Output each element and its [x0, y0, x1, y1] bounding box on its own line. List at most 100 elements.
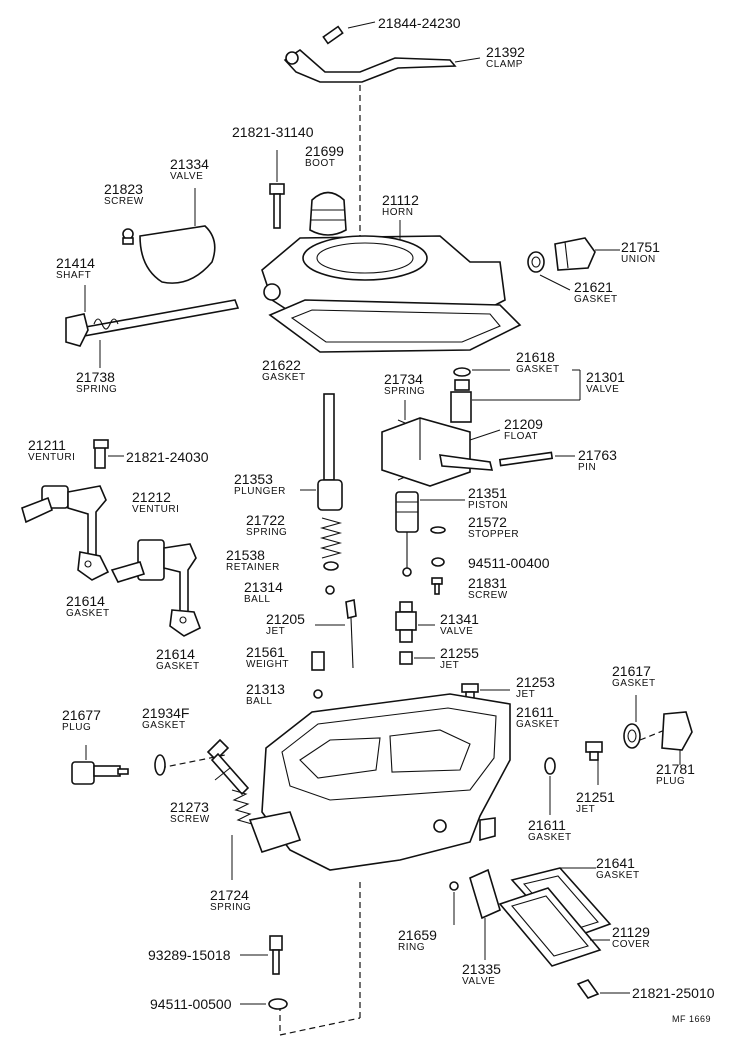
part-screw-21831 — [431, 577, 443, 595]
diagram-reference: MF 1669 — [672, 1014, 712, 1024]
part-union-21751 — [554, 237, 620, 271]
part-spring-21738 — [93, 318, 119, 368]
part-screw-93289 — [240, 935, 283, 975]
part-ring-21659 — [449, 881, 459, 925]
part-pin-21763 — [498, 451, 575, 467]
part-weight-21561 — [311, 651, 325, 671]
part-spring-21722 — [319, 517, 343, 559]
part-stopper-21572 — [430, 526, 446, 534]
callout-93289-15018: 93289-15018 — [148, 947, 231, 963]
part-gasket-21611b — [544, 757, 556, 815]
callout-94511-00400: 94511-00400 — [468, 555, 550, 571]
part-jet-21255 — [399, 651, 435, 665]
part-boot-21699 — [309, 191, 347, 236]
part-gasket-21614b — [169, 609, 202, 637]
part-ball-21313 — [313, 689, 323, 699]
part-ball-21314 — [325, 585, 335, 595]
callout-21821-24030: 21821-24030 — [126, 449, 209, 465]
part-screw-21844 — [322, 21, 376, 45]
part-gasket-21622 — [268, 299, 522, 353]
part-screw-21821-31140 — [269, 150, 285, 229]
part-jet-21253 — [461, 683, 510, 699]
part-nut-94511-00400 — [431, 557, 445, 567]
part-spring-21724 — [231, 789, 253, 880]
part-valve-21301 — [450, 369, 581, 423]
part-valve-21335 — [469, 868, 501, 960]
part-plug-21781 — [661, 711, 693, 765]
part-screw-21273 — [206, 738, 250, 796]
part-gasket-21617 — [623, 695, 641, 749]
part-piston-21351 — [395, 491, 465, 577]
part-gasket-21614a — [77, 551, 110, 581]
part-gasket-21621 — [527, 251, 571, 291]
part-plug-21677 — [71, 745, 129, 785]
part-gasket-21934f — [154, 754, 166, 776]
part-jet-21251 — [585, 741, 603, 785]
callout-21821-25010: 21821-25010 — [632, 985, 715, 1001]
part-cover-21129 — [498, 887, 610, 967]
part-shaft-21414 — [65, 285, 240, 347]
part-venturi-21211 — [21, 445, 107, 561]
part-screw-21821-25010 — [576, 979, 630, 999]
part-float-21209 — [381, 417, 501, 487]
callout-94511-00500: 94511-00500 — [150, 996, 232, 1012]
part-screw-21821-24030 — [93, 439, 124, 457]
callout-21821-31140: 21821-31140 — [232, 124, 314, 140]
callout-21844-24230: 21844-24230 — [378, 15, 461, 31]
part-clamp-21392 — [283, 48, 481, 83]
part-screw-21823 — [122, 228, 134, 245]
part-valve-21334 — [139, 188, 216, 284]
part-venturi-21212 — [110, 539, 197, 613]
part-gasket-21618 — [453, 367, 510, 377]
part-retainer-21538 — [323, 561, 339, 571]
part-valve-21341 — [395, 601, 435, 643]
part-nut-94511-00500 — [240, 998, 288, 1010]
part-jet-21205 — [315, 599, 357, 669]
